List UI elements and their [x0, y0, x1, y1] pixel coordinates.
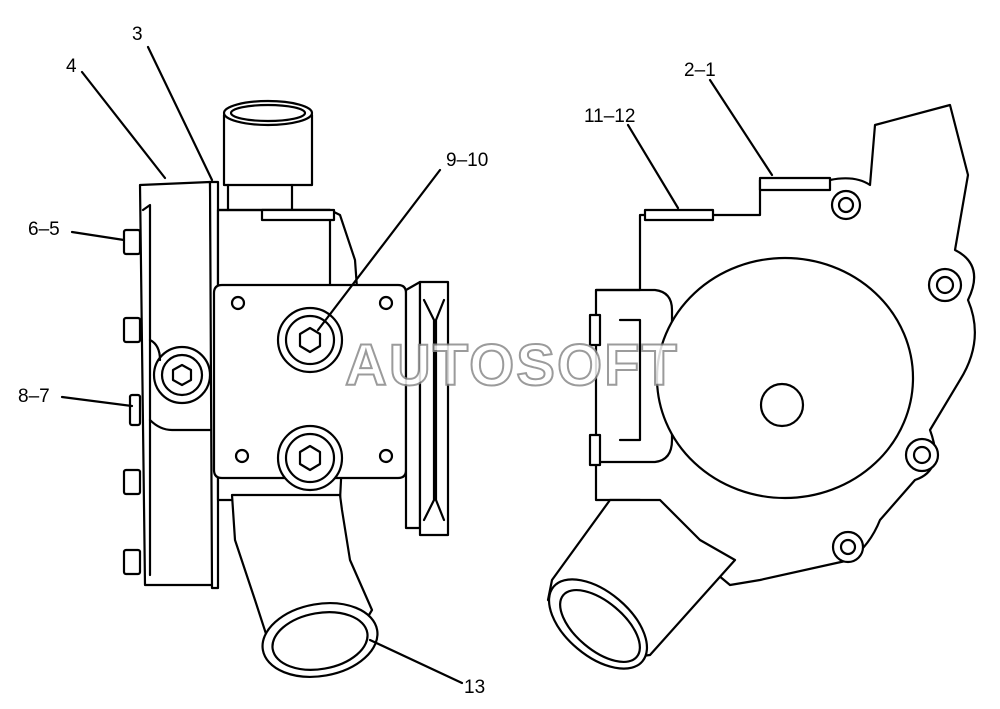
pump-left-view — [122, 99, 450, 678]
bolt-lower — [276, 424, 344, 492]
pulley — [404, 280, 450, 537]
callout-4: 4 — [66, 56, 77, 77]
front-flange — [212, 283, 408, 480]
callout-labels: 3 4 6–5 8–7 9–10 13 2–1 11–12 — [18, 24, 716, 698]
pump-right-view — [546, 103, 976, 670]
impeller-disc — [655, 256, 915, 500]
side-bolts — [122, 228, 142, 576]
watermark: AUTOSOFT — [345, 333, 679, 398]
callout-6-5: 6–5 — [28, 219, 60, 240]
bolt-upper — [276, 306, 344, 374]
callout-13: 13 — [464, 677, 485, 698]
cover-plug — [152, 345, 212, 405]
impeller-hub — [759, 382, 805, 428]
rear-outlet-mouth — [547, 578, 649, 670]
callout-9-10: 9–10 — [446, 150, 488, 171]
callout-11-12: 11–12 — [584, 106, 635, 127]
callout-8-7: 8–7 — [18, 386, 50, 407]
callout-2-1: 2–1 — [684, 60, 716, 81]
callout-3: 3 — [132, 24, 143, 45]
leader-lines — [60, 45, 774, 685]
